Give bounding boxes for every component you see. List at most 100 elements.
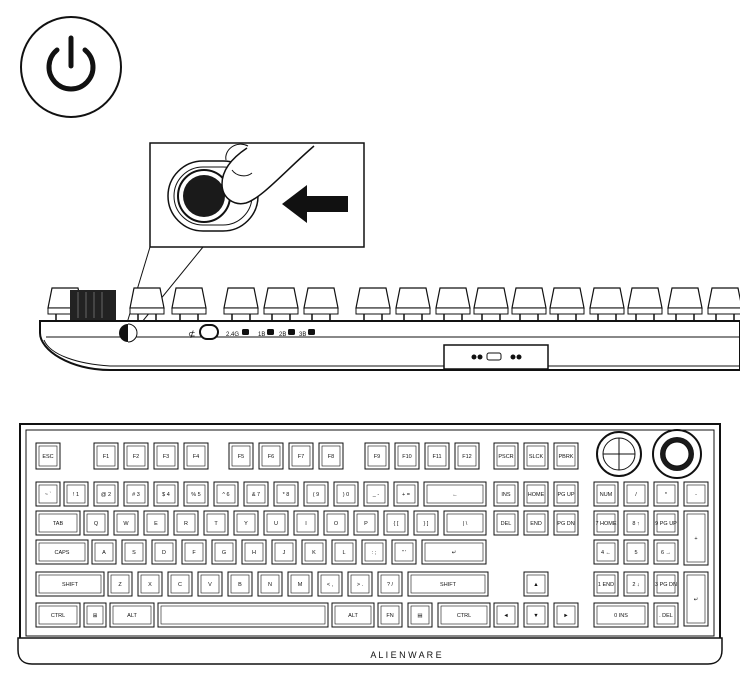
key-label: S bbox=[132, 550, 136, 556]
key-label: F12 bbox=[462, 454, 471, 460]
key: R bbox=[173, 510, 199, 536]
key-label: INS bbox=[501, 492, 511, 498]
key: CAPS bbox=[35, 539, 89, 565]
key-label: N bbox=[268, 582, 272, 588]
key-label: - bbox=[695, 492, 697, 498]
key-label: F bbox=[192, 550, 196, 556]
key-label: L bbox=[342, 550, 345, 556]
key: F9 bbox=[364, 442, 390, 470]
key: DEL bbox=[493, 510, 519, 536]
key-label: F11 bbox=[432, 454, 441, 460]
key: _ - bbox=[363, 481, 389, 507]
key-label: F7 bbox=[298, 454, 304, 460]
key: INS bbox=[493, 481, 519, 507]
key-label: 5 bbox=[634, 550, 637, 556]
key-label: F9 bbox=[374, 454, 380, 460]
key-label: TAB bbox=[53, 521, 64, 527]
key: SLCK bbox=[523, 442, 549, 470]
key: * 8 bbox=[273, 481, 299, 507]
key: ALT bbox=[109, 602, 155, 628]
key: ( 9 bbox=[303, 481, 329, 507]
key: 1 END bbox=[593, 571, 619, 597]
key: ESC bbox=[35, 442, 61, 470]
key: T bbox=[203, 510, 229, 536]
key: ) 0 bbox=[333, 481, 359, 507]
key-label: < , bbox=[327, 582, 334, 588]
key-label: CTRL bbox=[457, 613, 471, 619]
key: $ 4 bbox=[153, 481, 179, 507]
key-label: D bbox=[162, 550, 166, 556]
key-label: ↵ bbox=[452, 550, 457, 556]
indicator-led bbox=[267, 329, 274, 335]
key: @ 2 bbox=[93, 481, 119, 507]
key: - bbox=[683, 481, 709, 507]
key: ▼ bbox=[523, 602, 549, 628]
key: ! 1 bbox=[63, 481, 89, 507]
indicator-led bbox=[308, 329, 315, 335]
key: < , bbox=[317, 571, 343, 597]
key-label: Z bbox=[118, 582, 122, 588]
key-label: CAPS bbox=[55, 550, 70, 556]
key-label: F8 bbox=[328, 454, 334, 460]
key-label: W bbox=[123, 521, 129, 527]
key-label: ( 9 bbox=[313, 492, 319, 498]
key: L bbox=[331, 539, 357, 565]
key-label: F4 bbox=[193, 454, 199, 460]
key-label: R bbox=[184, 521, 188, 527]
key: F6 bbox=[258, 442, 284, 470]
volume-dial-icon bbox=[596, 431, 642, 477]
key: ▲ bbox=[523, 571, 549, 597]
key: ? / bbox=[377, 571, 403, 597]
indicator-led bbox=[242, 329, 249, 335]
keycap-side bbox=[589, 287, 625, 321]
key-label: K bbox=[312, 550, 316, 556]
key-label: # 3 bbox=[132, 492, 140, 498]
key-label: 7 HOME bbox=[595, 521, 616, 527]
key-label: * bbox=[665, 492, 668, 498]
key: ► bbox=[553, 602, 579, 628]
key: H bbox=[241, 539, 267, 565]
key: E bbox=[143, 510, 169, 536]
key-label: A bbox=[102, 550, 106, 556]
indicator-label: 2.4G bbox=[226, 332, 239, 338]
key: ~ ` bbox=[35, 481, 61, 507]
keycap-side bbox=[263, 287, 299, 321]
key: CTRL bbox=[35, 602, 81, 628]
key: / bbox=[623, 481, 649, 507]
key: W bbox=[113, 510, 139, 536]
key-label: ! 1 bbox=[73, 492, 79, 498]
key-label: ^ 6 bbox=[222, 492, 229, 498]
keycap-side bbox=[223, 287, 259, 321]
indicator-label: 2B bbox=[279, 332, 286, 338]
keycap-side bbox=[511, 287, 547, 321]
key: G bbox=[211, 539, 237, 565]
key-label: 8 ↑ bbox=[632, 521, 640, 527]
key: 5 bbox=[623, 539, 649, 565]
key-label: G bbox=[222, 550, 226, 556]
key: Y bbox=[233, 510, 259, 536]
keycap-side bbox=[473, 287, 509, 321]
key-label: FN bbox=[386, 613, 393, 619]
key: 2 ↓ bbox=[623, 571, 649, 597]
key-label: M bbox=[298, 582, 303, 588]
key-label: " ' bbox=[402, 550, 407, 556]
key-label: CTRL bbox=[51, 613, 65, 619]
key: ↵ bbox=[683, 571, 709, 627]
key: M bbox=[287, 571, 313, 597]
key-label: | \ bbox=[463, 521, 468, 527]
key: { [ bbox=[383, 510, 409, 536]
keycap-side bbox=[303, 287, 339, 321]
key-label: 9 PG UP bbox=[655, 521, 677, 527]
key-label: ▼ bbox=[533, 613, 538, 619]
key: I bbox=[293, 510, 319, 536]
key: 9 PG UP bbox=[653, 510, 679, 536]
key: 0 INS bbox=[593, 602, 649, 628]
power-icon bbox=[20, 16, 122, 118]
key: Q bbox=[83, 510, 109, 536]
key-label: U bbox=[274, 521, 278, 527]
key-label: B bbox=[238, 582, 242, 588]
key-label: HOME bbox=[528, 492, 545, 498]
key: J bbox=[271, 539, 297, 565]
key-label: * 8 bbox=[283, 492, 290, 498]
